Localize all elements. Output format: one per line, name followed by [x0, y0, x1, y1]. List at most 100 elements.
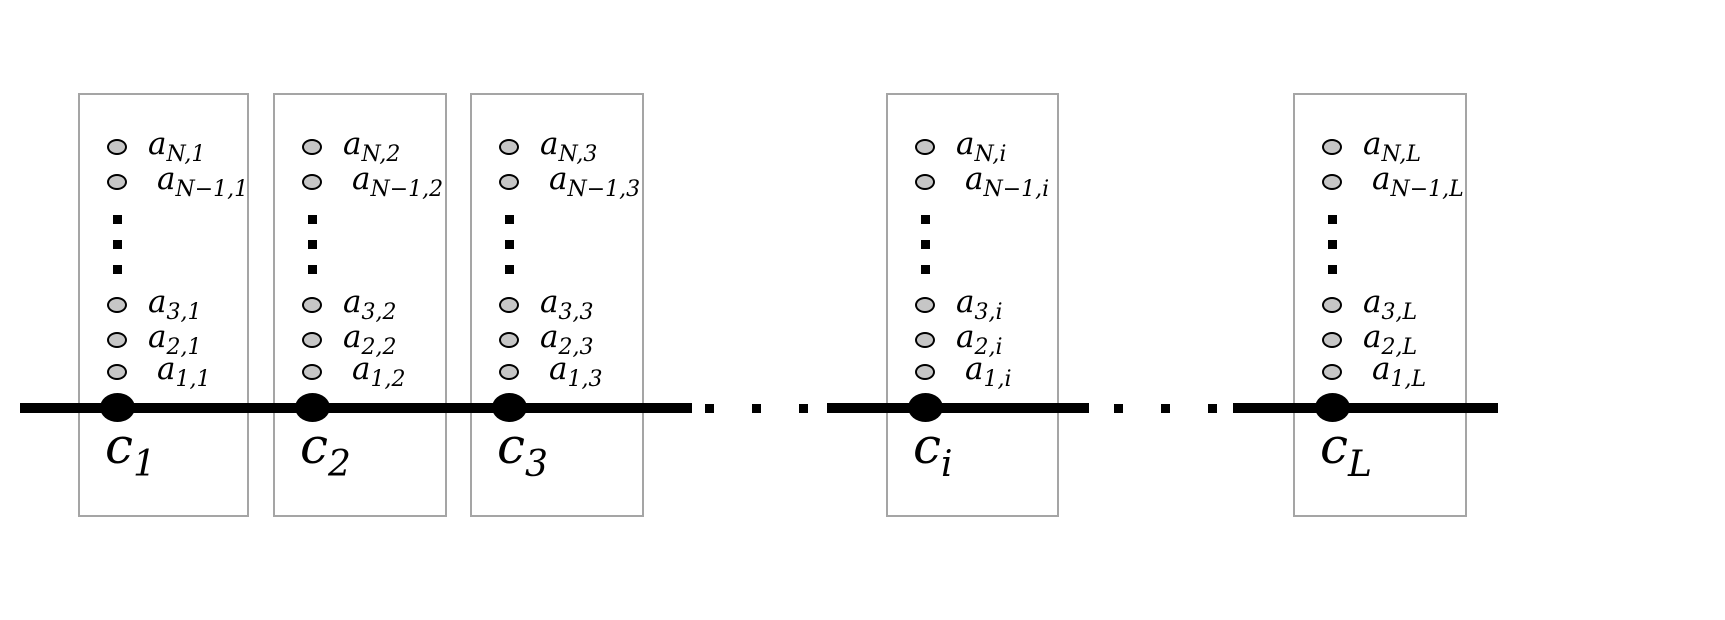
- atom-icon: [915, 174, 935, 190]
- vertical-ellipsis-icon: [505, 215, 514, 274]
- atom-icon: [1322, 139, 1342, 155]
- atom-label: aN−1,L: [1372, 160, 1464, 202]
- atom-label: a3,2: [343, 283, 397, 325]
- atom-icon: [1322, 332, 1342, 348]
- atom-row: a1,L: [1295, 350, 1427, 392]
- cavity-box-i: aN,i aN−1,i a3,i a2,i a1,i ci: [886, 93, 1059, 517]
- chain-line-segment: [827, 403, 1089, 413]
- atom-label: aN−1,i: [965, 160, 1050, 202]
- atom-label: aN,1: [148, 125, 206, 167]
- atom-icon: [915, 297, 935, 313]
- atom-icon: [107, 297, 127, 313]
- atom-icon: [499, 139, 519, 155]
- atom-row: aN,2: [275, 125, 401, 167]
- atom-row: a2,L: [1295, 318, 1418, 360]
- atom-icon: [302, 139, 322, 155]
- atom-row: a2,1: [80, 318, 202, 360]
- atom-row: aN,3: [472, 125, 598, 167]
- atom-label: a1,3: [549, 350, 603, 392]
- atom-icon: [499, 297, 519, 313]
- atom-icon: [1322, 297, 1342, 313]
- atom-icon: [915, 332, 935, 348]
- atom-row: a1,1: [80, 350, 211, 392]
- atom-row: a3,L: [1295, 283, 1418, 325]
- vertical-ellipsis-icon: [113, 215, 122, 274]
- atom-icon: [1322, 174, 1342, 190]
- cavity-node-icon: [100, 393, 135, 422]
- cavity-label: c3: [497, 417, 548, 485]
- atom-icon: [107, 332, 127, 348]
- atom-icon: [915, 139, 935, 155]
- atom-row: a3,1: [80, 283, 202, 325]
- atom-row: a1,2: [275, 350, 406, 392]
- cavity-node-icon: [492, 393, 527, 422]
- atom-row: a2,i: [888, 318, 1003, 360]
- atom-row: a3,i: [888, 283, 1003, 325]
- cavity-box-3: aN,3 aN−1,3 a3,3 a2,3 a1,3 c3: [470, 93, 644, 517]
- cavity-node-icon: [295, 393, 330, 422]
- atom-row: aN−1,1: [80, 160, 249, 202]
- cavity-box-1: aN,1 aN−1,1 a3,1 a2,1 a1,1 c1: [78, 93, 249, 517]
- atom-label: aN,3: [540, 125, 598, 167]
- cavity-label: c1: [105, 417, 156, 485]
- cavity-label: cL: [1320, 417, 1372, 485]
- cavity-label: c2: [300, 417, 351, 485]
- atom-icon: [302, 364, 322, 380]
- atom-label: a2,L: [1363, 318, 1418, 360]
- atom-icon: [915, 364, 935, 380]
- atom-icon: [107, 364, 127, 380]
- atom-row: aN,i: [888, 128, 1006, 165]
- atom-row: aN,1: [80, 125, 206, 167]
- atom-row: aN−1,2: [275, 160, 444, 202]
- atom-label: a2,2: [343, 318, 397, 360]
- cavity-node-icon: [1315, 393, 1350, 422]
- atom-icon: [499, 364, 519, 380]
- atom-row: a1,3: [472, 350, 603, 392]
- atom-icon: [499, 332, 519, 348]
- horizontal-ellipsis-icon: [705, 404, 808, 413]
- atom-row: a3,2: [275, 283, 397, 325]
- atom-label: aN,2: [343, 125, 401, 167]
- chain-line-segment: [20, 403, 692, 413]
- atom-label: a3,i: [956, 283, 1003, 325]
- atom-label: a3,3: [540, 283, 594, 325]
- atom-icon: [302, 332, 322, 348]
- atom-label: a2,1: [148, 318, 202, 360]
- atom-row: aN,L: [1295, 125, 1421, 167]
- atom-label: a1,2: [352, 350, 406, 392]
- atom-icon: [302, 174, 322, 190]
- atom-row: a3,3: [472, 283, 594, 325]
- cavity-label: ci: [913, 417, 953, 485]
- atom-label: a1,1: [157, 350, 211, 392]
- atom-row: aN−1,i: [888, 160, 1050, 202]
- vertical-ellipsis-icon: [308, 215, 317, 274]
- atom-row: a1,i: [888, 350, 1012, 392]
- chain-line-segment: [1233, 403, 1498, 413]
- cavity-box-L: aN,L aN−1,L a3,L a2,L a1,L cL: [1293, 93, 1467, 517]
- atom-label: aN−1,1: [157, 160, 249, 202]
- atom-label: a3,L: [1363, 283, 1418, 325]
- atom-row: a2,3: [472, 318, 594, 360]
- atom-label: a3,1: [148, 283, 202, 325]
- vertical-ellipsis-icon: [1328, 215, 1337, 274]
- horizontal-ellipsis-icon: [1114, 404, 1217, 413]
- vertical-ellipsis-icon: [921, 215, 930, 274]
- cavity-box-2: aN,2 aN−1,2 a3,2 a2,2 a1,2 c2: [273, 93, 447, 517]
- cavity-node-icon: [908, 393, 943, 422]
- atom-row: aN−1,3: [472, 160, 641, 202]
- atom-row: aN−1,L: [1295, 160, 1464, 202]
- atom-label: a1,L: [1372, 350, 1427, 392]
- atom-label: a2,i: [956, 318, 1003, 360]
- atom-row: a2,2: [275, 318, 397, 360]
- atom-label: a1,i: [965, 350, 1012, 392]
- atom-icon: [1322, 364, 1342, 380]
- atom-label: aN−1,2: [352, 160, 444, 202]
- atom-icon: [302, 297, 322, 313]
- atom-label: aN−1,3: [549, 160, 641, 202]
- atom-label: aN,L: [1363, 125, 1421, 167]
- atom-icon: [107, 174, 127, 190]
- atom-icon: [107, 139, 127, 155]
- atom-icon: [499, 174, 519, 190]
- atom-label: a2,3: [540, 318, 594, 360]
